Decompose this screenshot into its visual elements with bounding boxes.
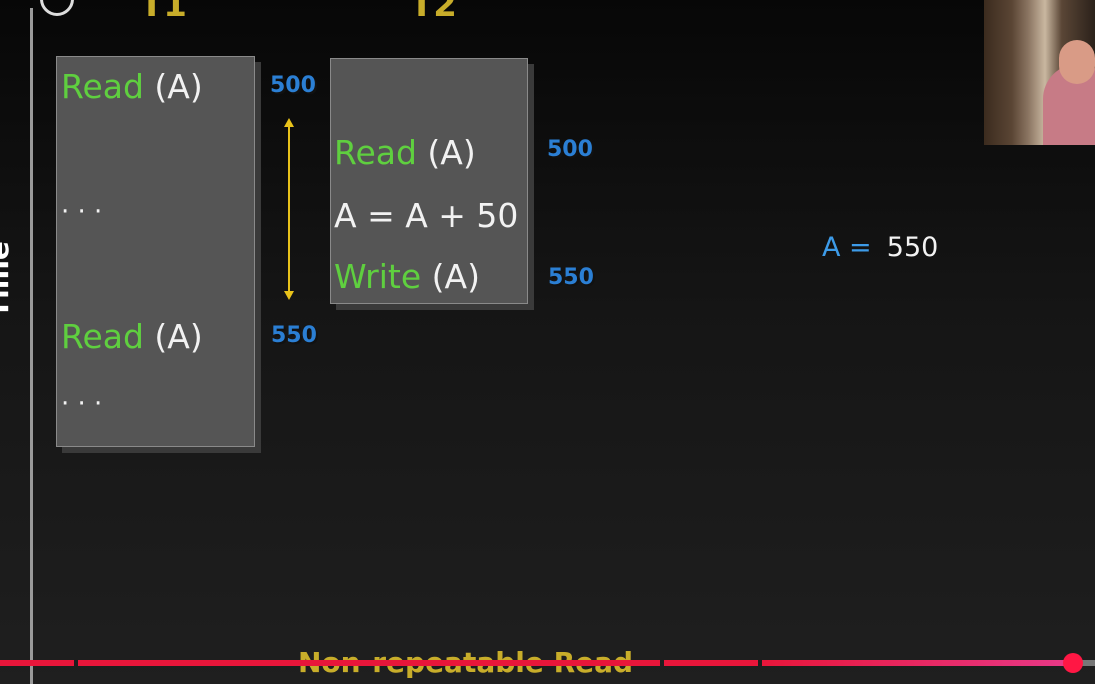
video-progress-bar[interactable] [0, 660, 1095, 666]
column-header-t1: T1 [140, 0, 187, 25]
argument: (A) [427, 133, 476, 172]
keyword: Read [61, 317, 144, 356]
state-value: 550 [886, 232, 939, 263]
argument: (A) [154, 317, 203, 356]
presenter-head [1059, 40, 1095, 84]
double-arrow-icon [284, 118, 294, 300]
progress-scrubber-handle[interactable] [1063, 653, 1083, 673]
t2-panel: Read (A) A = A + 50 Write (A) [330, 58, 528, 304]
t2-value-2: 550 [548, 265, 594, 290]
argument: (A) [431, 257, 480, 296]
argument: (A) [154, 67, 203, 106]
chapter-segment[interactable] [0, 660, 74, 666]
t1-ellipsis-2: · · · [61, 389, 103, 419]
t2-line-write: Write (A) [334, 257, 480, 296]
t1-value-2: 550 [271, 323, 317, 348]
keyword: Write [334, 257, 422, 296]
variable-state: A = 550 [822, 232, 938, 263]
state-label: A = [822, 232, 872, 263]
play-icon[interactable] [40, 0, 74, 16]
t1-line-read-1: Read (A) [61, 67, 203, 106]
t2-line-update: A = A + 50 [334, 196, 519, 235]
t1-value-1: 500 [270, 73, 316, 98]
chapter-segment[interactable] [762, 660, 1078, 666]
t1-line-read-2: Read (A) [61, 317, 203, 356]
webcam-overlay [984, 0, 1095, 145]
keyword: Read [334, 133, 417, 172]
column-header-t2: T2 [410, 0, 457, 25]
keyword: Read [61, 67, 144, 106]
time-axis-label: Time [0, 241, 15, 318]
progress-remaining[interactable] [1078, 660, 1095, 666]
t1-ellipsis-1: · · · [61, 197, 103, 227]
time-axis [30, 8, 33, 684]
t2-value-1: 500 [547, 137, 593, 162]
t2-line-read: Read (A) [334, 133, 476, 172]
t1-panel: Read (A) · · · Read (A) · · · [56, 56, 255, 447]
chapter-segment[interactable] [664, 660, 758, 666]
chapter-segment[interactable] [78, 660, 660, 666]
